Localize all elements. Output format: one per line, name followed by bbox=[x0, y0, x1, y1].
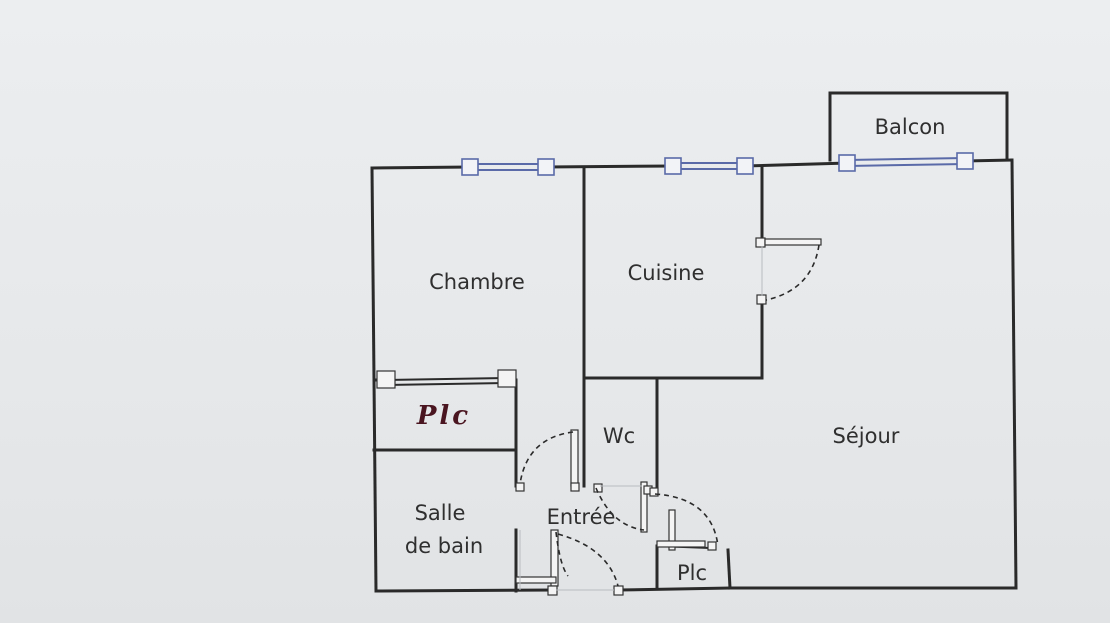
room-label-sejour: Séjour bbox=[833, 424, 900, 448]
room-label-entree: Entrée bbox=[547, 505, 616, 529]
room-label-balcon: Balcon bbox=[875, 115, 946, 139]
room-label-chambre: Chambre bbox=[429, 270, 525, 294]
room-label-wc: Wc bbox=[603, 424, 635, 448]
room-label-placard: Plc bbox=[677, 561, 707, 585]
window-cuisine bbox=[664, 157, 754, 175]
exterior-walls bbox=[370, 158, 1018, 593]
guide-lines bbox=[519, 246, 763, 591]
window-chambre bbox=[461, 158, 555, 176]
balcony bbox=[828, 91, 1009, 162]
handwritten-label-placard: Plc bbox=[416, 401, 471, 431]
door-salle-de-bain bbox=[515, 529, 569, 596]
door-chambre bbox=[515, 429, 580, 492]
door-entree bbox=[557, 533, 624, 596]
room-label-cuisine: Cuisine bbox=[628, 261, 705, 285]
room-label-salle-de-bain-line2: de bain bbox=[405, 534, 483, 558]
closet-sliding-door bbox=[376, 369, 517, 389]
room-label-salle-de-bain-line1: Salle bbox=[415, 501, 466, 525]
window-sejour bbox=[838, 152, 974, 172]
door-cuisine bbox=[755, 237, 822, 305]
door-placard bbox=[649, 487, 719, 551]
